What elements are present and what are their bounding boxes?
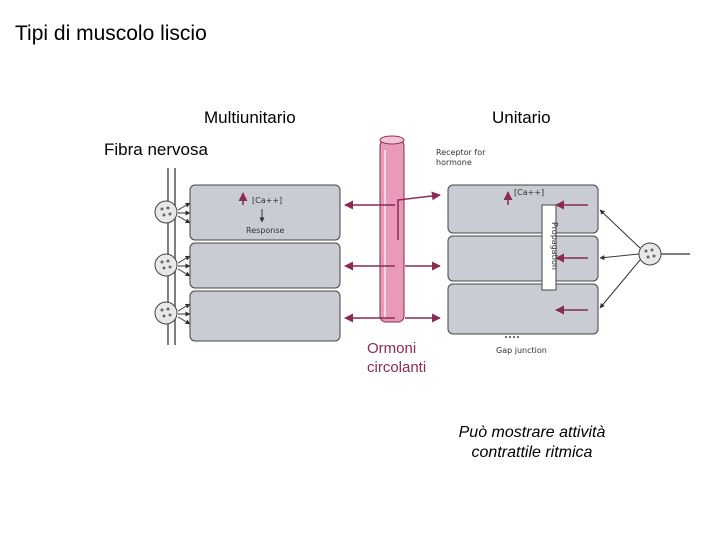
receptor-label-line2: hormone [436,158,472,167]
label-hormones-line2: circolanti [367,359,427,376]
unitary-nerve-fiber [599,209,690,309]
label-hormones-line1: Ormoni [367,340,417,357]
propagation-label: Propagation [550,222,559,270]
blood-vessel [379,135,405,323]
label-circulating-hormones: Ormoni circolanti [367,339,426,377]
label-rhythmic-line2: contrattile ritmica [471,444,593,461]
unitary-cells: [Ca++] Propagation [447,184,599,335]
varicosity-3 [154,301,178,325]
unitary-cell-3 [447,283,599,335]
gap-junction-label: Gap junction [496,346,547,355]
response-label: Response [246,226,285,235]
slide-title: Tipi di muscolo liscio [15,22,207,45]
varicosity-1 [154,200,178,224]
propagation-box [541,204,557,291]
label-multiunit: Multiunitario [204,108,296,127]
label-rhythmic-line1: Può mostrare attività [458,424,606,441]
multiunit-cell-1 [189,184,341,241]
ca-label-right: [Ca++] [514,188,544,197]
label-unitary: Unitario [492,108,551,127]
multiunit-cell-2 [189,242,341,289]
multiunit-cells: [Ca++] Response [189,184,341,342]
unitary-cell-1 [447,184,599,234]
varicosity-2 [154,253,178,277]
receptor-label-line1: Receptor for [436,148,486,157]
label-rhythmic-activity: Può mostrare attività contrattile ritmic… [430,423,634,463]
label-nerve-fiber: Fibra nervosa [104,140,208,159]
multiunit-cell-3 [189,290,341,342]
unitary-cell-2 [447,235,599,282]
ca-label-left: [Ca++] [252,196,282,205]
nerve-fiber [154,168,191,345]
